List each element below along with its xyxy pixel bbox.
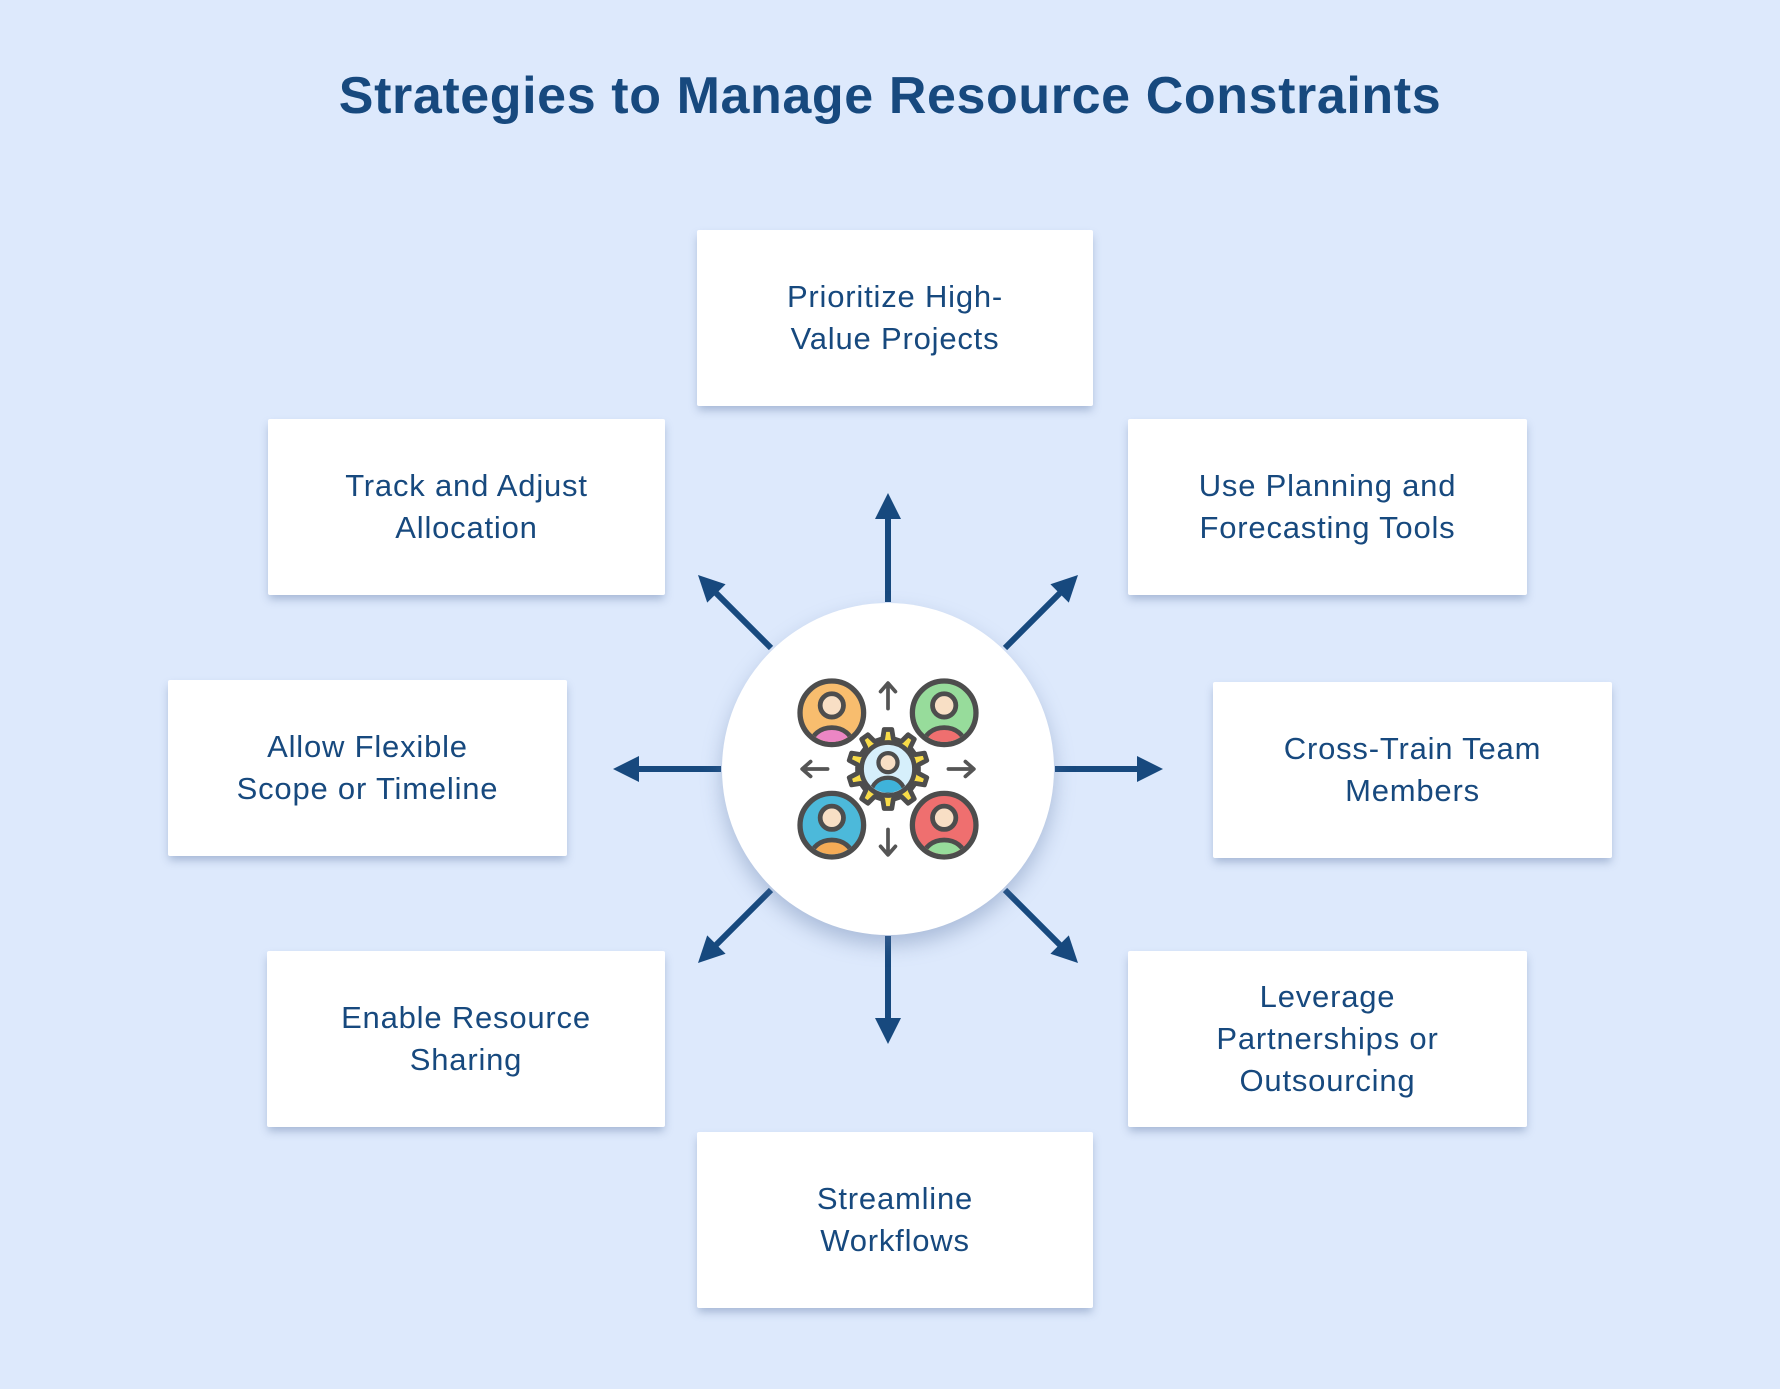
strategy-label: Allow Flexible Scope or Timeline (237, 726, 499, 810)
arrow-up (875, 493, 901, 602)
strategy-card-cross-train-team-members: Cross-Train Team Members (1213, 682, 1612, 858)
strategy-card-allow-flexible-scope-timeline: Allow Flexible Scope or Timeline (168, 680, 567, 856)
strategy-label-line: Sharing (409, 1042, 523, 1077)
icon-arrow-right-glyph (946, 759, 976, 779)
strategy-label-line: Workflows (820, 1223, 970, 1258)
strategy-label-line: Outsourcing (1239, 1063, 1416, 1098)
arrow-up-left (698, 575, 774, 651)
strategy-card-use-planning-forecasting-tools: Use Planning and Forecasting Tools (1128, 419, 1527, 595)
strategy-label: Enable Resource Sharing (341, 997, 591, 1081)
strategy-label-line: Cross-Train Team (1283, 731, 1542, 766)
strategy-label: Use Planning and Forecasting Tools (1199, 465, 1457, 549)
strategy-card-track-adjust-allocation: Track and Adjust Allocation (268, 419, 665, 595)
strategy-label-line: Forecasting Tools (1199, 510, 1456, 545)
strategy-label-line: Value Projects (790, 321, 1000, 356)
strategy-label-line: Members (1345, 773, 1480, 808)
team-resource-management-icon (797, 678, 979, 860)
strategy-label: Streamline Workflows (817, 1178, 973, 1262)
arrow-left (613, 756, 721, 782)
strategy-label-line: Streamline (816, 1181, 974, 1216)
avatar-top-right (909, 678, 979, 748)
strategy-card-streamline-workflows: Streamline Workflows (697, 1132, 1093, 1308)
gear (846, 727, 930, 811)
strategy-label: Cross-Train Team Members (1284, 728, 1541, 812)
strategy-label-line: Scope or Timeline (236, 771, 499, 806)
strategy-label-line: Enable Resource (341, 1000, 591, 1035)
strategy-label: Leverage Partnerships or Outsourcing (1216, 976, 1438, 1102)
strategy-label: Track and Adjust Allocation (345, 465, 588, 549)
strategy-label-line: Allocation (395, 510, 538, 545)
strategy-card-prioritize-high-value-projects: Prioritize High- Value Projects (697, 230, 1093, 406)
avatar-top-left (797, 678, 867, 748)
strategy-card-leverage-partnerships-outsourcing: Leverage Partnerships or Outsourcing (1128, 951, 1527, 1127)
arrow-down (875, 936, 901, 1044)
icon-arrow-down-glyph (878, 827, 898, 857)
strategy-label-line: Prioritize High- (786, 279, 1004, 314)
strategy-label: Prioritize High- Value Projects (787, 276, 1003, 360)
arrow-down-right (1002, 887, 1078, 963)
avatar-bottom-left (797, 790, 867, 860)
strategy-label-line: Leverage (1259, 979, 1396, 1014)
hub-circle (722, 603, 1054, 935)
page-title: Strategies to Manage Resource Constraint… (338, 67, 1442, 125)
arrow-right (1055, 756, 1163, 782)
strategy-card-enable-resource-sharing: Enable Resource Sharing (267, 951, 665, 1127)
arrow-down-left (698, 887, 774, 963)
icon-direction-arrows (800, 681, 976, 857)
strategy-label-line: Use Planning and (1198, 468, 1457, 503)
strategy-label-line: Allow Flexible (267, 729, 468, 764)
icon-arrow-up-glyph (878, 681, 898, 711)
icon-arrow-left-glyph (800, 759, 830, 779)
gear-person-head (876, 750, 900, 775)
avatar-bottom-right (909, 790, 979, 860)
strategy-label-line: Track and Adjust (345, 468, 588, 503)
strategy-label-line: Partnerships or (1216, 1021, 1439, 1056)
arrow-up-right (1002, 575, 1078, 651)
